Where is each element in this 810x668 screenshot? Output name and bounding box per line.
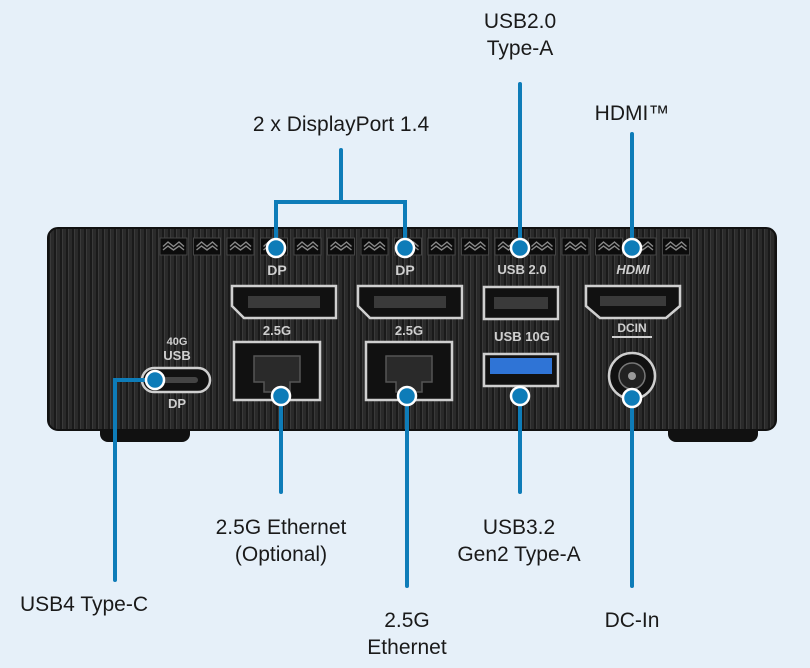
leader-lines — [113, 82, 634, 588]
vent-fin — [598, 241, 620, 251]
silk-usb4-speed: 40G — [166, 336, 188, 348]
silk-usb4-usb: USB — [163, 348, 191, 363]
callout-usb20-line1: USB2.0 — [483, 10, 557, 33]
displayport-right — [356, 284, 464, 320]
callout-displayport: 2 x DisplayPort 1.4 — [252, 113, 430, 136]
callout-eth: 2.5G Ethernet — [352, 607, 462, 661]
callout-usb20: USB2.0 Type-A — [460, 8, 580, 62]
callout-dots — [144, 237, 643, 409]
vent-fin — [464, 241, 486, 251]
vent-fin — [564, 241, 587, 251]
callout-usb32-line1: USB3.2 — [482, 516, 556, 539]
silk-eth-left: 2.5G — [262, 323, 292, 338]
vent-fin — [363, 241, 386, 251]
vent-fin — [665, 241, 687, 251]
callout-eth-line1: 2.5G — [384, 609, 430, 632]
callout-eth-optional: 2.5G Ethernet (Optional) — [186, 514, 376, 568]
callout-eth-optional-line2: (Optional) — [234, 543, 328, 566]
callout-usb32-line2: Gen2 Type-A — [457, 543, 581, 566]
silk-usb20: USB 2.0 — [497, 262, 547, 277]
hdmi-port — [584, 284, 682, 320]
callout-usb4: USB4 Type-C — [20, 593, 148, 616]
silk-dp-left: DP — [267, 262, 287, 278]
usb4-leader — [113, 378, 157, 582]
vent-fin — [196, 241, 218, 251]
silk-dcin: DCIN — [612, 321, 652, 338]
vent-fin — [229, 241, 252, 251]
callout-eth-optional-line1: 2.5G Ethernet — [215, 516, 347, 539]
usb32-port — [482, 352, 560, 388]
vent-fin — [531, 241, 553, 251]
chassis — [48, 228, 776, 430]
callout-eth-line2: Ethernet — [367, 636, 447, 659]
vent-fin — [162, 241, 185, 251]
callout-hdmi: HDMI™ — [594, 102, 670, 125]
silk-usb10g: USB 10G — [494, 329, 550, 344]
vent-fin — [330, 241, 352, 251]
vent-fin — [296, 241, 319, 251]
silk-dp-right: DP — [395, 262, 415, 278]
usb20-port — [482, 285, 560, 321]
silk-hdmi: HDMI — [616, 262, 650, 277]
silk-eth-right: 2.5G — [394, 323, 424, 338]
callout-dcin: DC-In — [604, 609, 660, 632]
dp-bracket-line — [274, 148, 407, 250]
displayport-left — [230, 284, 338, 320]
callout-usb20-line2: Type-A — [486, 37, 554, 60]
silk-usb4-dp: DP — [167, 396, 187, 411]
vent-fin — [430, 241, 453, 251]
callout-usb32: USB3.2 Gen2 Type-A — [424, 514, 614, 568]
